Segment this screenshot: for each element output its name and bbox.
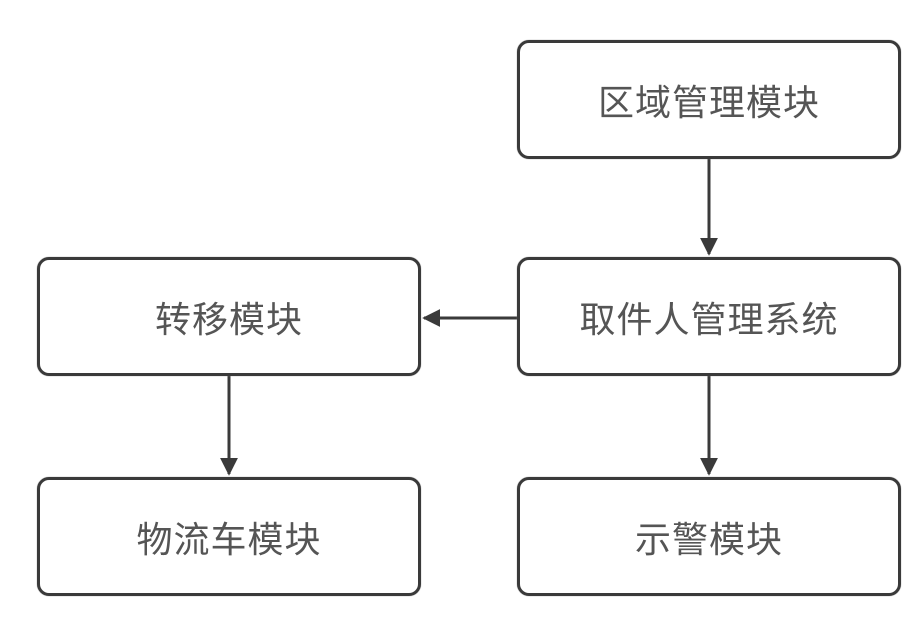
pickup-management-system-label: 取件人管理系统 [579, 291, 838, 343]
logistics-vehicle-module-label: 物流车模块 [136, 511, 321, 563]
logistics-vehicle-module-box: 物流车模块 [37, 477, 421, 596]
area-management-module-label: 区域管理模块 [598, 74, 820, 126]
alarm-module-label: 示警模块 [635, 511, 783, 563]
area-management-module-box: 区域管理模块 [517, 40, 901, 159]
transfer-module-box: 转移模块 [37, 257, 421, 376]
transfer-module-label: 转移模块 [155, 291, 303, 343]
pickup-management-system-box: 取件人管理系统 [517, 257, 901, 376]
alarm-module-box: 示警模块 [517, 477, 901, 596]
